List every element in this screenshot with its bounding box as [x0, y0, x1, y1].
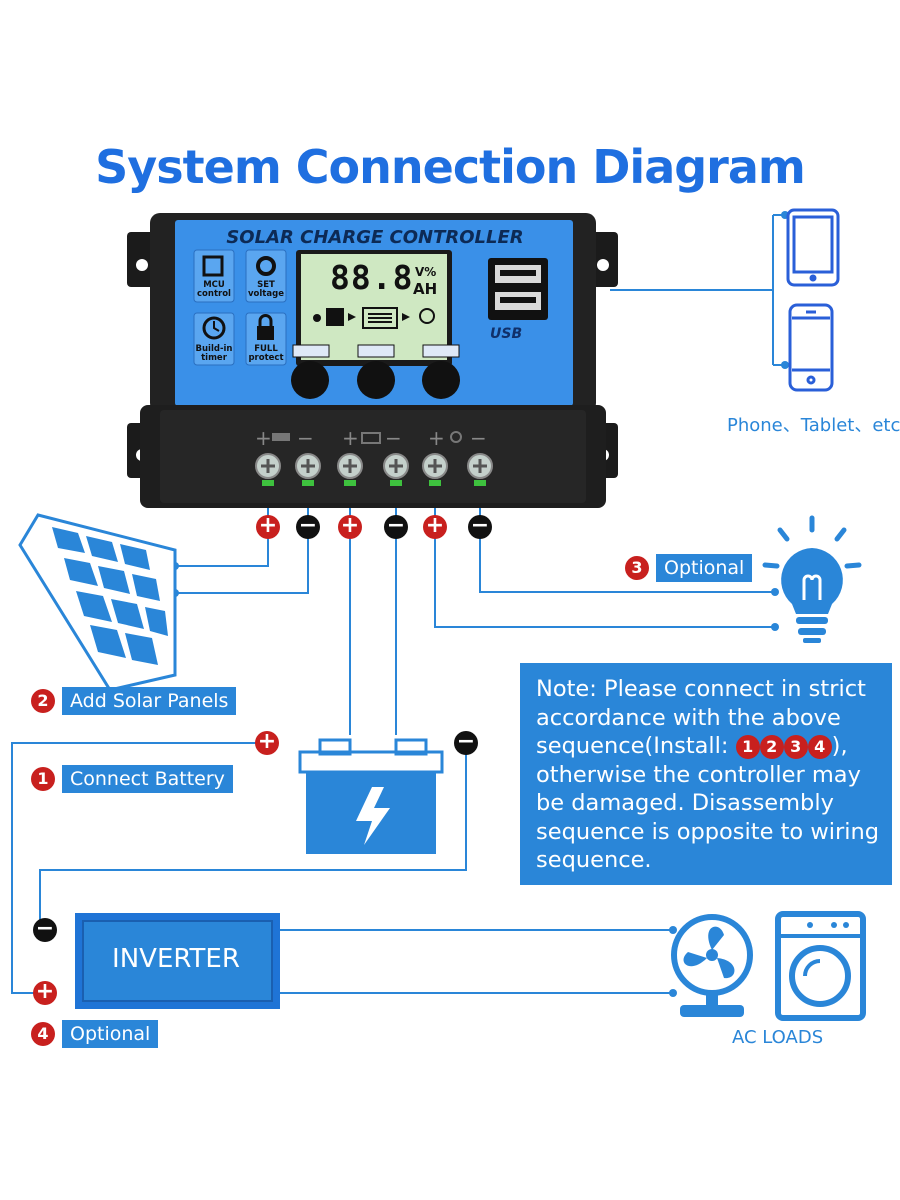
lcd-display: [296, 250, 452, 366]
svg-text:+: +: [255, 426, 272, 450]
washing-machine-icon: [775, 911, 866, 1021]
svg-text:−: −: [470, 426, 487, 450]
solar-positive-wire: [175, 505, 269, 567]
tablet-icon: [786, 208, 840, 287]
seq-badge-3: 3: [783, 735, 808, 759]
usb-label: USB: [490, 326, 523, 342]
panel-icon: [326, 308, 344, 326]
up-button: [357, 361, 395, 399]
diagram-title: System Connection Diagram: [95, 140, 806, 194]
solar-negative-marker: −: [296, 515, 320, 539]
svg-text:+: +: [428, 426, 445, 450]
lcd-unit-bottom: AH: [413, 280, 438, 298]
load-positive-marker: +: [423, 515, 447, 539]
down-button: [422, 361, 460, 399]
solar-negative-wire: [175, 505, 309, 594]
clock-icon: [202, 316, 226, 340]
inverter-negative-wire: [39, 743, 467, 930]
battery-positive-marker: +: [338, 515, 362, 539]
step1-label: Connect Battery: [62, 765, 233, 793]
battery-pos-terminal-marker: +: [255, 731, 279, 755]
inverter-label: INVERTER: [112, 944, 240, 974]
gear-icon: [256, 256, 276, 276]
fan-icon: [671, 914, 753, 1017]
phone-icon: [788, 303, 834, 392]
controller-title: SOLAR CHARGE CONTROLLER: [226, 227, 524, 248]
lcd-digits: 88.8: [330, 258, 414, 297]
note-box: Note: Please connect in strict accordanc…: [520, 663, 892, 885]
load-negative-marker: −: [468, 515, 492, 539]
inverter-positive-marker: +: [33, 981, 57, 1005]
battery-neg-terminal-marker: −: [454, 731, 478, 755]
feature-label-mcu: MCU control: [197, 280, 231, 299]
step4-badge: 4: [31, 1022, 55, 1046]
battery-icon: [298, 738, 444, 854]
step3-badge: 3: [625, 556, 649, 580]
menu-button: [291, 361, 329, 399]
battery-negative-marker: −: [384, 515, 408, 539]
note-line-7: sequence.: [536, 847, 652, 873]
note-line-4: otherwise the controller may: [536, 761, 861, 788]
control-buttons: [291, 344, 460, 399]
svg-text:−: −: [385, 426, 402, 450]
lock-icon: [257, 326, 274, 340]
note-line-1: Note: Please connect in strict: [536, 676, 866, 702]
svg-text:−: −: [297, 426, 314, 450]
terminal-symbols: + − + − + −: [255, 426, 487, 450]
note-line-3-pre: sequence(Install:: [536, 733, 736, 759]
inverter-negative-marker: −: [33, 918, 57, 942]
step1-badge: 1: [31, 767, 55, 791]
solar-panel-icon: [18, 513, 177, 692]
step4-label: Optional: [62, 1020, 159, 1048]
feature-label-protect: FULL protect: [248, 344, 284, 363]
lcd-unit-top: V%: [415, 265, 437, 279]
usb-port: [488, 258, 548, 320]
step3-label: Optional: [656, 554, 753, 582]
seq-badge-2: 2: [759, 735, 784, 759]
devices-label: Phone、Tablet、etc: [727, 415, 900, 436]
note-line-3-post: ),: [831, 733, 848, 759]
light-bulb-icon: [762, 515, 862, 643]
chip-icon: [202, 255, 224, 277]
bulb-small-icon: [419, 308, 435, 324]
feature-label-timer: Build-in timer: [195, 344, 233, 363]
step2-badge: 2: [31, 689, 55, 713]
battery-level-icon: [362, 307, 398, 329]
inverter-icon: [75, 913, 280, 1009]
solar-positive-marker: +: [256, 515, 280, 539]
sun-icon: [313, 314, 321, 322]
load-positive-wire: [434, 505, 775, 628]
note-line-6: sequence is opposite to wiring: [536, 818, 880, 845]
terminal-screws: [255, 453, 493, 486]
note-line-5: be damaged. Disassembly: [536, 790, 834, 816]
feature-tiles: [193, 249, 287, 366]
ac-loads-label: AC LOADS: [732, 1027, 824, 1048]
bolt-icon: [356, 787, 390, 845]
seq-badge-4: 4: [807, 735, 832, 759]
seq-badge-1: 1: [735, 735, 760, 759]
feature-label-set: SET voltage: [248, 280, 284, 299]
note-line-2: accordance with the above: [536, 704, 841, 731]
svg-text:+: +: [342, 426, 359, 450]
inverter-positive-wire: [11, 742, 265, 994]
step2-label: Add Solar Panels: [62, 687, 237, 715]
